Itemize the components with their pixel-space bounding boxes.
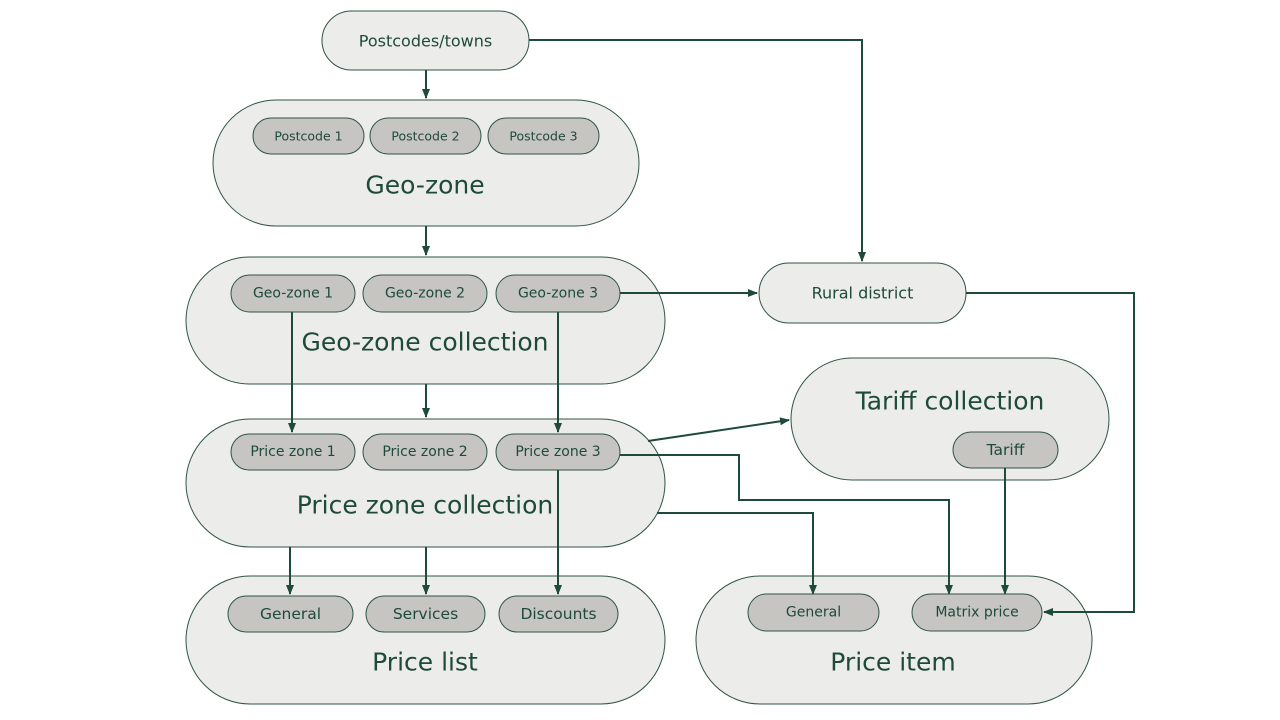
price-zone-2-label: Price zone 2 [382,444,467,460]
price-list-general-label: General [260,605,321,623]
price-zone-3-shape [495,433,621,471]
postcode-2-shape [369,117,482,155]
geo-zone-2-shape [362,274,488,313]
services-chip[interactable]: Services [365,595,486,633]
rural-district-node[interactable]: Rural district [758,262,967,324]
geo-zone-3-shape [495,274,621,313]
postcode-3-shape [487,117,600,155]
tariff-label: Tariff [986,441,1025,459]
price-list-container[interactable]: Price list [185,575,666,705]
services-label: Services [393,605,458,623]
price-list-general-chip[interactable]: General [227,595,354,633]
postcode-1-chip[interactable]: Postcode 1 [252,117,365,155]
matrix-price-chip[interactable]: Matrix price [911,593,1043,632]
price-zone-1-label: Price zone 1 [250,444,335,460]
geo-zone-2-label: Geo-zone 2 [385,286,465,302]
price-item-title: Price item [830,648,955,677]
postcode-3-label: Postcode 3 [509,129,577,144]
geo-zone-collection-title: Geo-zone collection [301,328,548,357]
postcode-1-shape [252,117,365,155]
matrix-price-label: Matrix price [935,605,1018,621]
edge-postcodes-to-rural-district [529,39,866,262]
rural-district-label: Rural district [812,284,914,303]
postcode-3-chip[interactable]: Postcode 3 [487,117,600,155]
geo-zone-1-chip[interactable]: Geo-zone 1 [230,274,356,313]
services-shape [365,595,486,633]
price-item-general-chip[interactable]: General [747,593,880,632]
postcode-1-label: Postcode 1 [274,129,342,144]
price-zone-3-chip[interactable]: Price zone 3 [495,433,621,471]
price-zone-1-chip[interactable]: Price zone 1 [230,433,356,471]
price-zone-2-chip[interactable]: Price zone 2 [362,433,488,471]
geo-zone-3-label: Geo-zone 3 [518,286,598,302]
edge-pricezone3-to-matrix-price [620,454,953,595]
price-list-shape [185,575,666,705]
geo-zone-2-chip[interactable]: Geo-zone 2 [362,274,488,313]
tariff-collection-container[interactable]: Tariff collection [790,357,1110,481]
price-zone-collection-title: Price zone collection [297,491,553,520]
price-list-general-shape [227,595,354,633]
price-item-shape [695,575,1093,705]
edge-rural-district-to-matrix-price [966,292,1135,616]
postcodes-towns-label: Postcodes/towns [359,32,492,51]
geo-zone-1-label: Geo-zone 1 [253,286,333,302]
price-item-general-label: General [786,605,841,621]
postcode-2-chip[interactable]: Postcode 2 [369,117,482,155]
geo-zone-3-chip[interactable]: Geo-zone 3 [495,274,621,313]
tariff-collection-title: Tariff collection [855,387,1045,416]
connectors [286,39,1135,616]
discounts-label: Discounts [520,605,596,623]
tariff-shape [952,431,1059,469]
geo-zone-title: Geo-zone [365,171,484,200]
price-zone-2-shape [362,433,488,471]
price-list-title: Price list [372,648,478,677]
discounts-shape [498,595,619,633]
price-item-container[interactable]: Price item [695,575,1093,705]
edge-pricezone-collection-to-price-item-general [657,512,817,595]
price-zone-3-label: Price zone 3 [515,444,600,460]
price-item-general-shape [747,593,880,632]
tariff-chip[interactable]: Tariff [952,431,1059,469]
edge-pricezone-collection-to-tariff-collection [647,417,790,442]
discounts-chip[interactable]: Discounts [498,595,619,633]
geo-zone-1-shape [230,274,356,313]
tariff-collection-shape [790,357,1110,481]
postcode-2-label: Postcode 2 [391,129,459,144]
postcodes-towns-node[interactable]: Postcodes/towns [321,10,530,71]
price-zone-1-shape [230,433,356,471]
matrix-price-shape [911,593,1043,632]
